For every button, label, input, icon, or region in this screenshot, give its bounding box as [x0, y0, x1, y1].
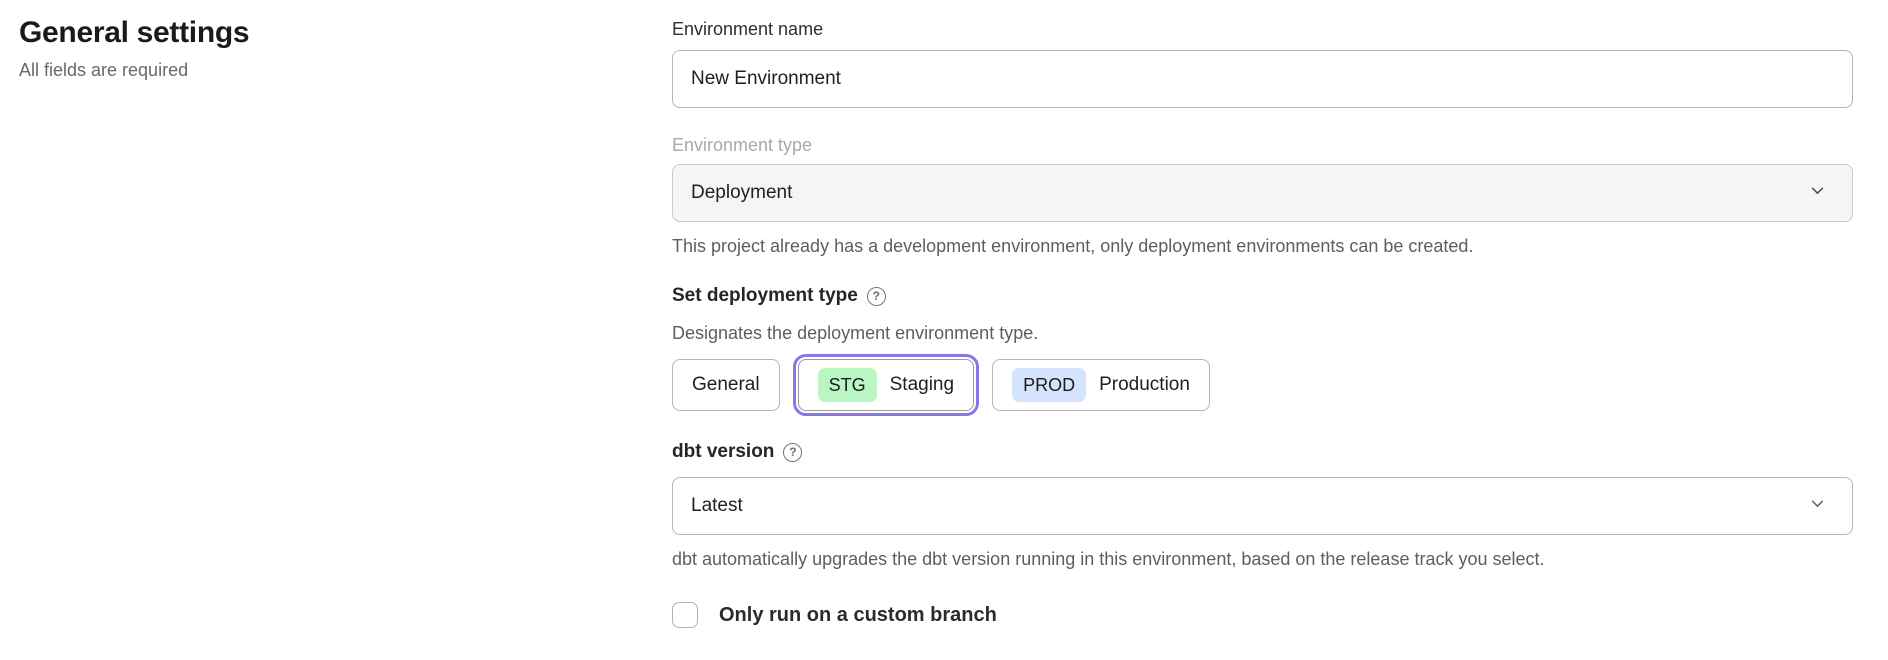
chevron-down-icon [1809, 182, 1826, 205]
deployment-type-description: Designates the deployment environment ty… [672, 323, 1039, 343]
production-badge: PROD [1012, 368, 1087, 402]
environment-type-select: Deployment [672, 164, 1853, 222]
deployment-type-option-general[interactable]: General [672, 359, 780, 411]
deployment-type-option-production[interactable]: PROD Production [992, 359, 1210, 411]
environment-name-label: Environment name [672, 19, 824, 39]
dbt-version-value: Latest [691, 495, 743, 516]
deployment-type-heading: Set deployment type ? [672, 285, 1853, 307]
staging-badge: STG [817, 368, 877, 402]
page-title: General settings [19, 16, 250, 49]
help-icon[interactable]: ? [866, 286, 886, 306]
environment-type-label: Environment type [672, 135, 813, 155]
deployment-type-options: General STG Staging PROD Production [672, 354, 1853, 416]
environment-type-value: Deployment [691, 182, 793, 203]
page-subtitle: All fields are required [19, 60, 189, 80]
option-label: General [692, 374, 760, 395]
option-label: Production [1099, 374, 1190, 395]
option-label: Staging [889, 374, 955, 395]
deployment-type-label: Set deployment type [672, 285, 858, 306]
dbt-version-select[interactable]: Latest [672, 477, 1853, 535]
custom-branch-label: Only run on a custom branch [719, 603, 997, 626]
environment-name-input[interactable] [672, 50, 1853, 108]
chevron-down-icon [1809, 495, 1826, 518]
custom-branch-row: Only run on a custom branch [672, 602, 1853, 628]
dbt-version-helper: dbt automatically upgrades the dbt versi… [672, 549, 1545, 569]
environment-type-helper: This project already has a development e… [672, 236, 1474, 256]
settings-header: General settings All fields are required [19, 16, 579, 81]
deployment-type-option-staging[interactable]: STG Staging [792, 354, 980, 416]
help-icon[interactable]: ? [783, 442, 803, 462]
environment-settings-form: Environment name Environment type Deploy… [672, 0, 1853, 628]
custom-branch-checkbox[interactable] [672, 602, 698, 628]
dbt-version-label: dbt version [672, 441, 775, 462]
dbt-version-heading: dbt version ? [672, 441, 1853, 463]
